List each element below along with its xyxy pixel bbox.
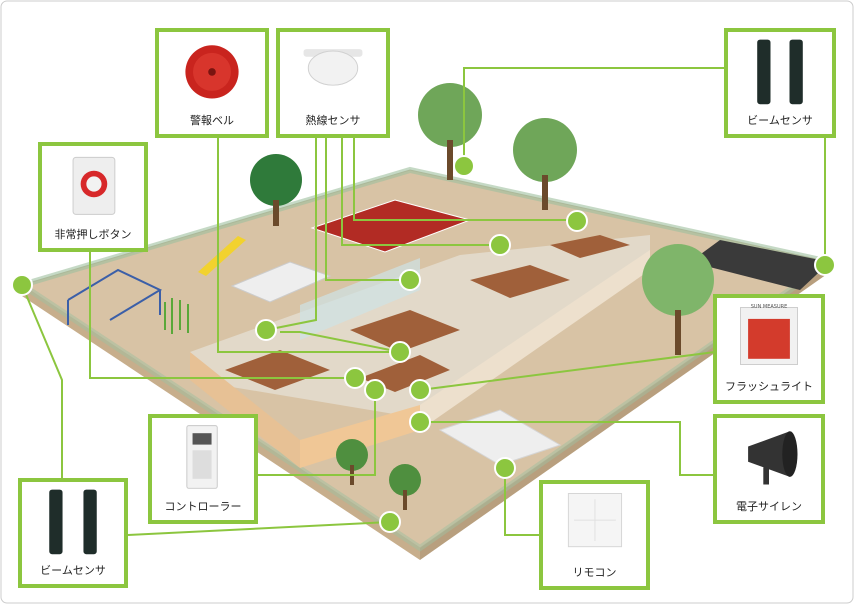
bamboo-plants bbox=[164, 298, 189, 334]
callout-emergency-button: 非常押しボタン bbox=[38, 142, 148, 252]
connector-lines bbox=[21, 67, 826, 536]
heat-sensor-icon bbox=[280, 32, 386, 108]
beam-sensor-top-label: ビームセンサ bbox=[747, 114, 813, 127]
fence-back bbox=[21, 166, 831, 288]
controller-label: コントローラー bbox=[164, 500, 242, 513]
building-front-wall bbox=[300, 405, 420, 468]
callout-heat-sensor: 熱線センサ bbox=[276, 28, 390, 138]
callout-beam-sensor-top: ビームセンサ bbox=[724, 28, 836, 138]
callout-controller: コントローラー bbox=[148, 414, 258, 524]
room-floor-2 bbox=[470, 265, 570, 298]
beam-sensor-icon bbox=[728, 32, 832, 108]
remote-switch-icon bbox=[543, 484, 646, 560]
emergency-button-label: 非常押しボタン bbox=[54, 228, 132, 241]
room-floor-1 bbox=[350, 310, 460, 352]
heat-sensor-label: 熱線センサ bbox=[305, 114, 361, 127]
electronic-siren-label: 電子サイレン bbox=[736, 500, 802, 513]
building-right-wall bbox=[420, 250, 650, 430]
building-left-wall bbox=[190, 352, 300, 468]
parking-lot bbox=[690, 240, 830, 290]
swing-set bbox=[67, 268, 163, 325]
callout-flash-light: SUN MEASURE フラッシュライト bbox=[713, 294, 825, 404]
callout-alarm-bell: 警報ベル bbox=[155, 28, 269, 138]
room-floor-4 bbox=[225, 350, 330, 390]
alarm-bell-icon bbox=[159, 32, 265, 108]
controller-panel-icon bbox=[152, 418, 254, 494]
flash-light-icon: SUN MEASURE bbox=[717, 298, 821, 374]
connector-nodes bbox=[11, 155, 836, 533]
beam-sensor-icon bbox=[22, 482, 124, 558]
playground-slide bbox=[198, 236, 246, 276]
fence-front bbox=[20, 259, 832, 552]
callout-beam-sensor-bottom: ビームセンサ bbox=[18, 478, 128, 588]
remote-label: リモコン bbox=[572, 566, 617, 579]
siren-horn-icon bbox=[717, 418, 821, 494]
tiled-courtyard bbox=[438, 409, 562, 466]
beam-sensor-bottom-label: ビームセンサ bbox=[40, 564, 106, 577]
glass-wall bbox=[300, 258, 420, 340]
alarm-bell-label: 警報ベル bbox=[190, 114, 234, 127]
emergency-button-icon bbox=[42, 146, 144, 222]
flash-light-panel-text: SUN MEASURE bbox=[750, 304, 788, 310]
callout-remote: リモコン bbox=[539, 480, 650, 590]
trees bbox=[250, 83, 714, 510]
sandbox bbox=[230, 261, 332, 303]
room-floor-3 bbox=[550, 235, 630, 258]
flash-light-label: フラッシュライト bbox=[725, 380, 813, 393]
callout-electronic-siren: 電子サイレン bbox=[713, 414, 825, 524]
